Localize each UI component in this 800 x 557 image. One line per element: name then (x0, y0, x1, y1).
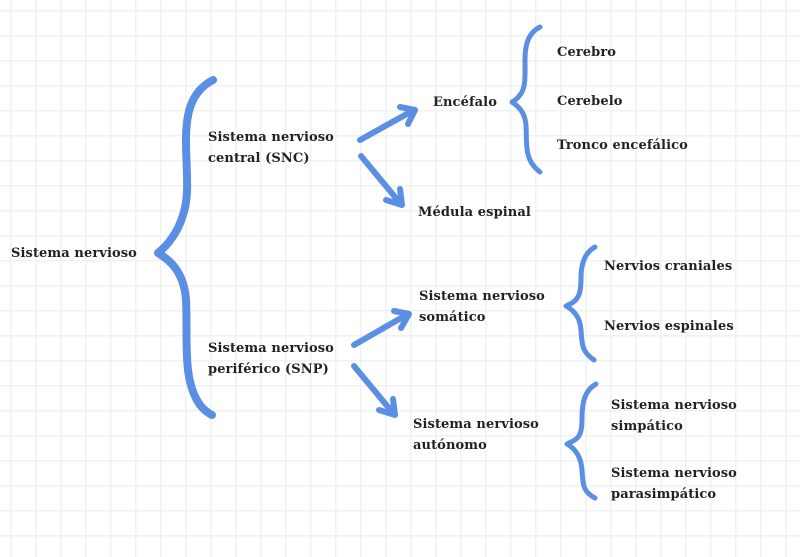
node-label-line1: Sistema nervioso (413, 417, 539, 432)
node-simpatico: Sistema nervioso simpático (611, 395, 737, 437)
node-label-line2: central (SNC) (208, 151, 310, 166)
node-label: Médula espinal (418, 205, 531, 220)
node-label: Nervios craniales (604, 259, 733, 274)
node-label: Cerebro (557, 45, 617, 60)
node-label: Nervios espinales (604, 319, 734, 334)
root-brace (154, 76, 217, 419)
node-label-line2: periférico (SNP) (208, 362, 329, 377)
node-label: Cerebelo (557, 94, 623, 109)
node-snp: Sistema nervioso periférico (SNP) (208, 338, 334, 380)
node-cerebelo: Cerebelo (557, 91, 623, 112)
node-label: Encéfalo (433, 95, 497, 110)
node-label-line1: Sistema nervioso (419, 289, 545, 304)
arrow-snc-encefalo (357, 104, 418, 143)
node-label-line1: Sistema nervioso (611, 398, 737, 413)
node-tronco-encefalico: Tronco encefálico (557, 135, 688, 156)
arrow-snp-autonomo (351, 363, 398, 418)
node-encefalo: Encéfalo (433, 92, 497, 113)
autonomo-brace (564, 381, 599, 501)
node-parasimpatico: Sistema nervioso parasimpático (611, 463, 737, 505)
node-label-line1: Sistema nervioso (208, 341, 334, 356)
node-label-line2: somático (419, 310, 486, 325)
node-label-line2: simpático (611, 419, 683, 434)
node-label-line2: parasimpático (611, 487, 717, 502)
encefalo-brace (509, 24, 543, 175)
arrow-snc-medula (358, 153, 405, 208)
node-snc: Sistema nervioso central (SNC) (208, 127, 334, 169)
node-label-line1: Sistema nervioso (208, 130, 334, 145)
node-label-line2: autónomo (413, 438, 487, 453)
node-autonomo: Sistema nervioso autónomo (413, 414, 539, 456)
node-label: Tronco encefálico (557, 138, 688, 153)
node-label-line1: Sistema nervioso (611, 466, 737, 481)
node-label: Sistema nervioso (11, 246, 137, 261)
node-cerebro: Cerebro (557, 42, 616, 63)
somatico-brace (563, 244, 598, 363)
node-somatico: Sistema nervioso somático (419, 286, 545, 328)
node-medula-espinal: Médula espinal (418, 202, 531, 223)
arrow-snp-somatico (351, 308, 412, 348)
node-nervios-espinales: Nervios espinales (604, 316, 734, 337)
node-sistema-nervioso: Sistema nervioso (11, 243, 137, 264)
node-nervios-craniales: Nervios craniales (604, 256, 732, 277)
